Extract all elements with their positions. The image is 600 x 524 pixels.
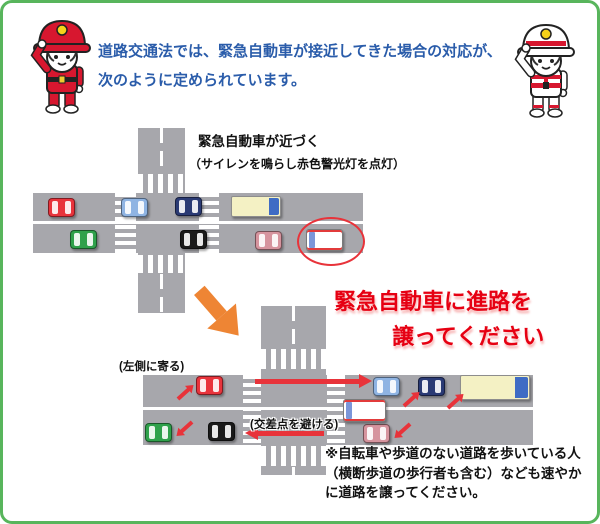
firefighter-white-mascot — [514, 23, 575, 118]
label-pull-left: (左側に寄る) — [119, 361, 185, 373]
emergency-vehicle-highlight-ellipse — [297, 217, 365, 266]
crosswalk-top — [138, 174, 185, 193]
bottom-road-center-dash-lower — [292, 467, 295, 475]
crosswalk-top-2 — [261, 349, 326, 369]
label-avoid-intersection: (交差点を避ける) — [250, 419, 339, 431]
crosswalk-bottom-2 — [261, 446, 326, 466]
footnote-line-1: ※自転車や歩道のない道路を歩いている人 — [325, 446, 581, 461]
bottom-road-center-dash-upper — [292, 306, 295, 348]
clear-intersection-arrow-left — [245, 426, 324, 440]
header-line-2: 次のように定められています。 — [98, 72, 307, 89]
car-navy-2 — [418, 377, 445, 396]
car-black-2 — [208, 422, 235, 441]
top-diagram-caption-2: （サイレンを鳴らし赤色警光灯を点灯） — [189, 157, 406, 171]
orange-transition-arrow — [194, 285, 239, 336]
header-text: 道路交通法では、緊急自動車が接近してきた場合の対応が、 次のように定められていま… — [98, 37, 502, 95]
car-navy — [175, 197, 202, 216]
firefighter-red-mascot — [30, 19, 91, 114]
yield-message-line-1: 緊急自動車に進路を — [334, 289, 533, 314]
car-pink — [255, 231, 282, 250]
car-red — [48, 198, 75, 217]
footnote: ※自転車や歩道のない道路を歩いている人 （横断歩道の歩行者も含む）なども速やか … — [325, 444, 582, 503]
footnote-line-2: （横断歩道の歩行者も含む）なども速やか — [325, 465, 582, 481]
car-red-2 — [196, 376, 223, 395]
header-line-1: 道路交通法では、緊急自動車が接近してきた場合の対応が、 — [98, 43, 502, 60]
emergency-path-arrow-right — [255, 374, 372, 388]
car-lightblue — [121, 198, 148, 217]
top-road-center-line — [33, 221, 363, 224]
yield-message-line-2: 譲ってください — [392, 324, 545, 349]
truck-cream-2 — [460, 375, 530, 400]
crosswalk-right-2 — [327, 375, 345, 445]
footnote-line-3: に道路を譲ってください。 — [325, 485, 486, 500]
car-pink-2 — [363, 424, 390, 443]
crosswalk-bottom — [138, 255, 185, 273]
car-black — [180, 230, 207, 249]
truck-cream — [231, 196, 281, 217]
car-green — [70, 230, 97, 249]
car-green-2 — [145, 423, 172, 442]
top-road-center-dash-lower — [160, 274, 163, 313]
top-diagram-caption-1: 緊急自動車が近づく — [198, 134, 320, 149]
top-road-center-dash-upper — [160, 128, 163, 174]
car-lightblue-2 — [373, 377, 400, 396]
ambulance-2 — [343, 399, 386, 422]
